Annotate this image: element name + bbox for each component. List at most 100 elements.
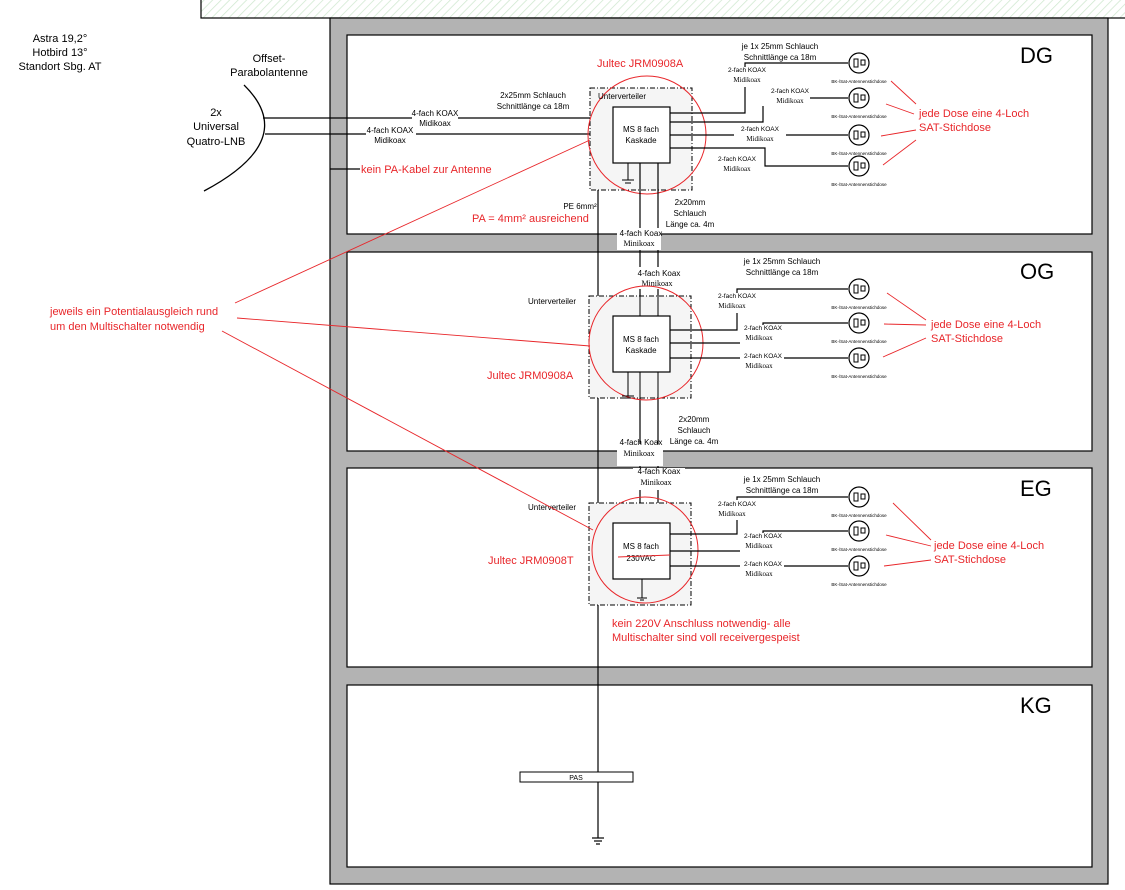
svg-text:Astra 19,2°: Astra 19,2°: [33, 33, 88, 45]
pa-note: PA = 4mm² ausreichend: [472, 213, 589, 225]
ground-icon-kg: [592, 837, 604, 845]
og-riser-conduit: 2x20mm: [679, 415, 710, 424]
dg-output-3: 2-fach KOAX: [741, 126, 780, 133]
svg-text:Midikoax: Midikoax: [733, 76, 761, 84]
dg-output-2: 2-fach KOAX: [771, 88, 810, 95]
outlet-note-leaders-og: [882, 292, 927, 358]
og-output-2: 2-fach KOAX: [744, 325, 783, 332]
svg-text:Schlauch: Schlauch: [678, 426, 711, 435]
subpanel-eg: MS 8 fach 230VAC: [588, 496, 699, 606]
floor-label-eg: EG: [1020, 476, 1052, 501]
svg-text:SAT-Stichdose: SAT-Stichdose: [934, 554, 1006, 566]
sockets-og: BK-/Sat-AntennenstichdoseBK-/Sat-Antenne…: [831, 278, 887, 379]
dg-riser-cable: 4-fach Koax: [620, 229, 663, 238]
feed-conduit: 2x25mm Schlauch: [500, 91, 566, 100]
svg-text:Universal: Universal: [193, 121, 239, 133]
subpanel-og: MS 8 fach Kaskade: [588, 285, 704, 401]
svg-text:Schlauch: Schlauch: [674, 209, 707, 218]
dg-riser-conduit: 2x20mm: [675, 198, 706, 207]
multiswitch-eg: [612, 522, 671, 580]
model-eg: Jultec JRM0908T: [488, 555, 574, 567]
svg-text:Multischalter sind voll receiv: Multischalter sind voll receivergespeist: [612, 632, 800, 644]
sat-outlet-label: BK-/Sat-Antennenstichdose: [831, 547, 887, 552]
svg-text:Midikoax: Midikoax: [723, 165, 751, 173]
svg-text:230VAC: 230VAC: [626, 554, 655, 563]
multiswitch-og: [612, 315, 671, 373]
subpanel-label-og: Unterverteiler: [528, 297, 576, 306]
outlet-note-leaders-eg: [883, 502, 932, 567]
svg-text:Midikoax: Midikoax: [718, 302, 746, 310]
power-note: kein 220V Anschluss notwendig- alle: [612, 618, 791, 630]
dg-outlet-conduit: je 1x 25mm Schlauch: [741, 42, 818, 51]
sat-outlet-icon: BK-/Sat-Antennenstichdose: [831, 155, 887, 187]
floor-label-og: OG: [1020, 259, 1054, 284]
sat-outlet-icon: BK-/Sat-Antennenstichdose: [831, 486, 887, 518]
sat-outlet-icon: BK-/Sat-Antennenstichdose: [831, 278, 887, 310]
svg-text:MS 8 fach: MS 8 fach: [623, 335, 659, 344]
feed-cable2-type: 4-fach KOAX: [367, 126, 414, 135]
svg-text:Unterverteiler: Unterverteiler: [598, 92, 646, 101]
model-og: Jultec JRM0908A: [487, 370, 574, 382]
sat-outlet-label: BK-/Sat-Antennenstichdose: [831, 374, 887, 379]
room-kg: [346, 684, 1093, 868]
svg-text:Minikoax: Minikoax: [623, 239, 654, 248]
svg-text:2x: 2x: [210, 107, 222, 119]
eg-in-cable: 4-fach Koax: [638, 467, 681, 476]
og-in-cable: 4-fach Koax: [638, 269, 681, 278]
svg-text:Schnittlänge ca 18m: Schnittlänge ca 18m: [744, 53, 817, 62]
svg-text:Kaskade: Kaskade: [625, 136, 657, 145]
sat-outlet-icon: BK-/Sat-Antennenstichdose: [831, 312, 887, 344]
svg-text:Kaskade: Kaskade: [625, 346, 657, 355]
feed-cable1-type: 4-fach KOAX: [412, 109, 459, 118]
svg-text:Minikoax: Minikoax: [641, 279, 672, 288]
dg-output-1: 2-fach KOAX: [728, 67, 767, 74]
svg-text:Schnittlänge ca 18m: Schnittlänge ca 18m: [746, 268, 819, 277]
svg-text:Midikoax: Midikoax: [718, 510, 746, 518]
svg-text:Minikoax: Minikoax: [640, 478, 671, 487]
sat-outlet-icon: BK-/Sat-Antennenstichdose: [831, 124, 887, 156]
room-og: [346, 251, 1093, 452]
svg-text:Midikoax: Midikoax: [745, 334, 773, 342]
sat-outlet-label: BK-/Sat-Antennenstichdose: [831, 339, 887, 344]
svg-text:Quatro-LNB: Quatro-LNB: [187, 136, 246, 148]
subpanel-label-eg: Unterverteiler: [528, 503, 576, 512]
outlet-note-eg: jede Dose eine 4-Loch: [933, 540, 1044, 552]
sat-outlet-icon: BK-/Sat-Antennenstichdose: [831, 87, 887, 119]
dish-icon: [203, 84, 266, 192]
svg-text:Parabolantenne: Parabolantenne: [230, 67, 308, 79]
sat-outlet-icon: BK-/Sat-Antennenstichdose: [831, 52, 887, 84]
sat-outlet-label: BK-/Sat-Antennenstichdose: [831, 305, 887, 310]
eg-output-2: 2-fach KOAX: [744, 533, 783, 540]
svg-text:Midikoax: Midikoax: [745, 542, 773, 550]
svg-text:Midikoax: Midikoax: [745, 570, 773, 578]
feed-cable2-kind: Midikoax: [374, 136, 406, 145]
roof: [200, 0, 1125, 19]
svg-text:Länge ca. 4m: Länge ca. 4m: [666, 220, 715, 229]
svg-text:SAT-Stichdose: SAT-Stichdose: [931, 333, 1003, 345]
sat-outlet-label: BK-/Sat-Antennenstichdose: [831, 151, 887, 156]
outlet-note-dg: jede Dose eine 4-Loch: [918, 108, 1029, 120]
subpanel-dg: Unterverteiler MS 8 fach Kaskade: [587, 75, 707, 195]
eg-output-1: 2-fach KOAX: [718, 501, 757, 508]
svg-text:Schnittlänge ca 18m: Schnittlänge ca 18m: [746, 486, 819, 495]
feed-cable1-kind: Midikoax: [419, 119, 451, 128]
og-output-3: 2-fach KOAX: [744, 353, 783, 360]
site-info: Astra 19,2° Hotbird 13° Standort Sbg. AT…: [19, 33, 308, 148]
model-dg: Jultec JRM0908A: [597, 58, 684, 70]
pas-busbar: [519, 771, 634, 783]
svg-text:Midikoax: Midikoax: [745, 362, 773, 370]
feed-conduit-length: Schnittlänge ca 18m: [497, 102, 570, 111]
pe-label: PE 6mm²: [563, 202, 597, 211]
svg-text:um den Multischalter notwendig: um den Multischalter notwendig: [50, 321, 205, 333]
svg-text:SAT-Stichdose: SAT-Stichdose: [919, 122, 991, 134]
svg-text:Midikoax: Midikoax: [776, 97, 804, 105]
sat-outlet-label: BK-/Sat-Antennenstichdose: [831, 114, 887, 119]
sockets-dg: BK-/Sat-AntennenstichdoseBK-/Sat-Antenne…: [831, 52, 887, 187]
og-output-1: 2-fach KOAX: [718, 293, 757, 300]
svg-text:Hotbird 13°: Hotbird 13°: [32, 47, 87, 59]
pas-label: PAS: [569, 775, 583, 782]
sockets-eg: BK-/Sat-AntennenstichdoseBK-/Sat-Antenne…: [831, 486, 887, 587]
potential-note-leaders: [221, 139, 594, 531]
svg-text:Minikoax: Minikoax: [623, 449, 654, 458]
